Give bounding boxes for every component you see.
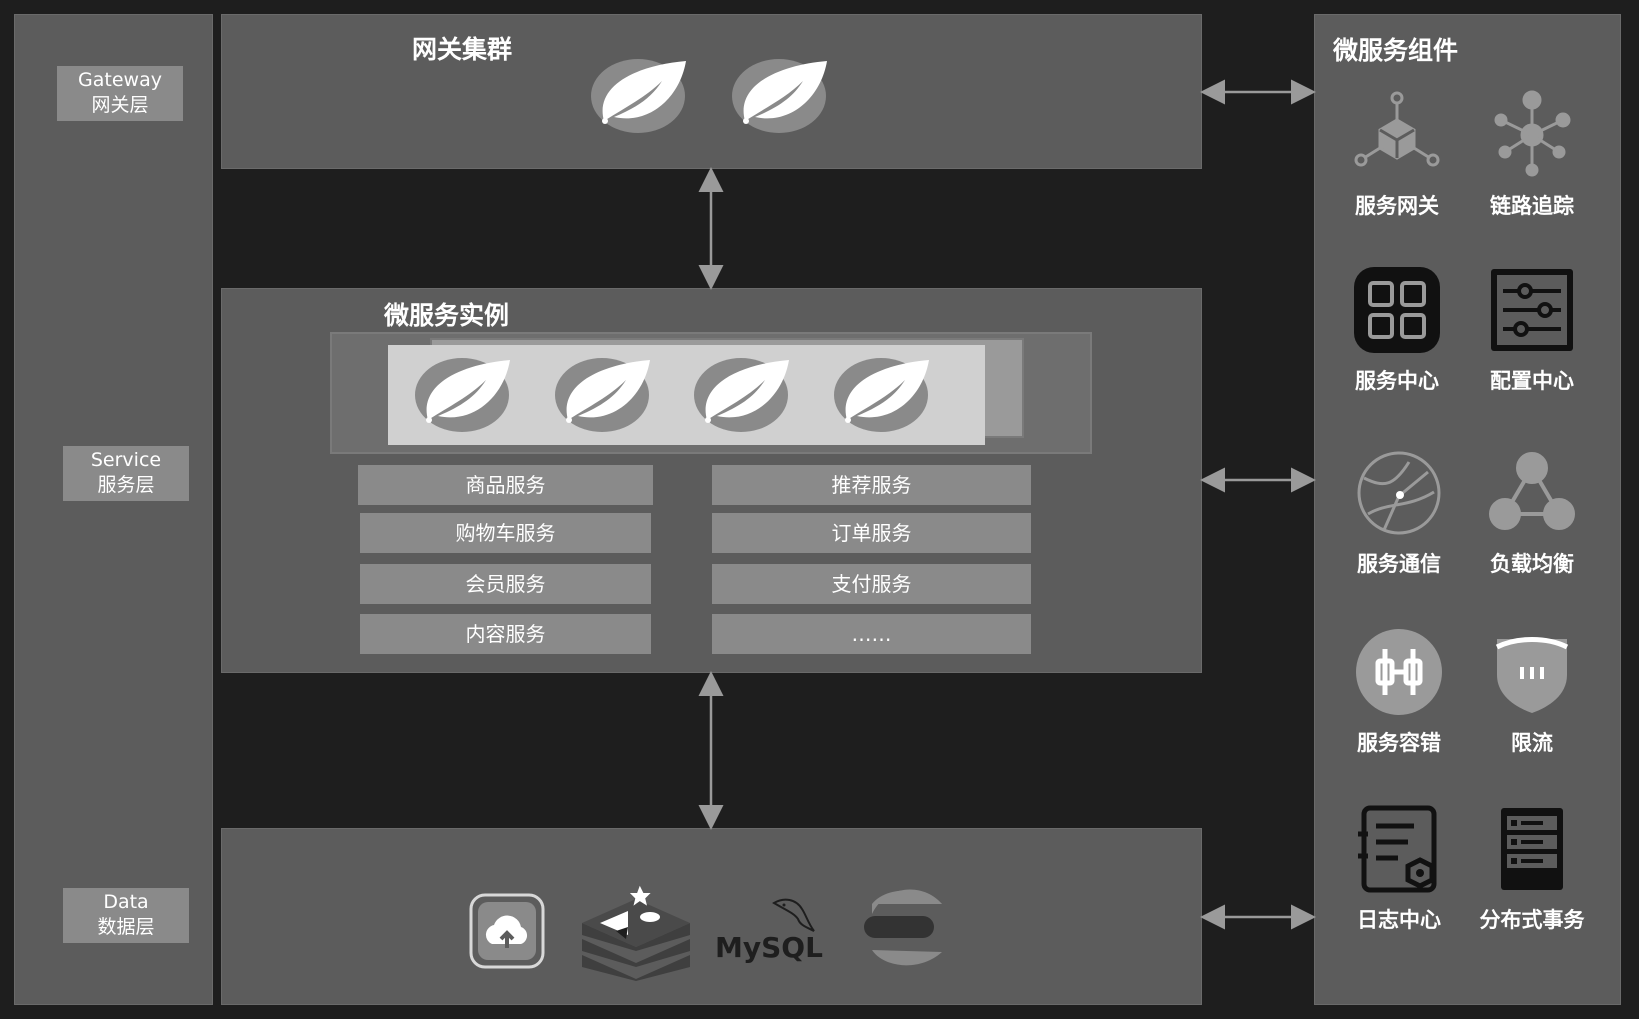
component-label: 服务容错	[1357, 731, 1441, 755]
service-layer-label: Service 服务层	[63, 446, 189, 501]
component-label: 分布式事务	[1479, 908, 1585, 932]
cube-network-icon	[1354, 91, 1440, 167]
shield-icon	[1495, 637, 1569, 713]
service-box: 商品服务	[358, 465, 653, 505]
component-label: 限流	[1511, 731, 1553, 755]
service-box: 内容服务	[360, 614, 651, 654]
spring-leaf-icon	[415, 358, 510, 432]
component-service-gateway: 服务网关	[1332, 90, 1462, 220]
component-label: 配置中心	[1490, 369, 1574, 393]
component-label: 日志中心	[1357, 908, 1441, 932]
data-layer-label: Data 数据层	[63, 888, 189, 943]
log-document-icon	[1358, 805, 1437, 893]
service-layer-zh: 服务层	[97, 474, 155, 496]
spring-leaf-icon	[694, 358, 789, 432]
spring-leaf-icon	[555, 358, 650, 432]
component-fault-tolerance: 服务容错	[1334, 627, 1464, 757]
dolphin-icon	[772, 898, 815, 932]
component-log-center: 日志中心	[1334, 804, 1464, 934]
gateway-layer-zh: 网关层	[91, 94, 149, 116]
service-box: 购物车服务	[360, 513, 651, 553]
component-rate-limiting: 限流	[1467, 627, 1597, 757]
service-box: 推荐服务	[712, 465, 1031, 505]
data-layer-en: Data	[103, 891, 149, 913]
spring-leaf-icon	[834, 358, 929, 432]
service-layer-en: Service	[90, 449, 162, 471]
hub-nodes-icon	[1494, 90, 1571, 177]
component-label: 服务通信	[1357, 552, 1441, 576]
grid-apps-icon	[1354, 267, 1440, 353]
globe-network-icon	[1357, 451, 1441, 535]
service-box: 订单服务	[712, 513, 1031, 553]
component-service-communication: 服务通信	[1334, 448, 1464, 578]
service-box: 会员服务	[360, 564, 651, 604]
gateway-cluster-title: 网关集群	[412, 35, 513, 64]
sliders-icon	[1491, 269, 1573, 351]
mysql-logo: MySQL	[715, 895, 823, 965]
component-config-center: 配置中心	[1467, 265, 1597, 395]
circuit-breaker-icon	[1356, 629, 1442, 715]
component-load-balancing: 负载均衡	[1467, 448, 1597, 578]
component-label: 负载均衡	[1490, 552, 1574, 576]
components-title: 微服务组件	[1333, 36, 1459, 65]
data-layer-zh: 数据层	[97, 916, 155, 938]
triangle-nodes-icon	[1489, 452, 1575, 530]
component-tracing: 链路追踪	[1467, 90, 1597, 220]
gateway-cluster-panel	[221, 14, 1202, 169]
component-label: 链路追踪	[1490, 194, 1574, 218]
elasticsearch-icon	[864, 889, 942, 966]
component-label: 服务中心	[1355, 369, 1439, 393]
server-stack-icon	[1501, 808, 1563, 890]
gateway-layer-en: Gateway	[78, 69, 162, 91]
component-label: 服务网关	[1355, 194, 1439, 218]
cloud-upload-icon	[469, 893, 545, 969]
component-distributed-transaction: 分布式事务	[1467, 804, 1597, 934]
spring-leaf-icon	[732, 59, 827, 133]
redis-icon	[582, 885, 690, 981]
service-box: 支付服务	[712, 564, 1031, 604]
microservice-instances-title: 微服务实例	[384, 301, 510, 330]
layer-column	[14, 14, 213, 1005]
mysql-label: MySQL	[715, 931, 823, 964]
component-service-center: 服务中心	[1332, 265, 1462, 395]
gateway-layer-label: Gateway 网关层	[57, 66, 183, 121]
service-box: ……	[712, 614, 1031, 654]
spring-leaf-icon	[591, 59, 686, 133]
